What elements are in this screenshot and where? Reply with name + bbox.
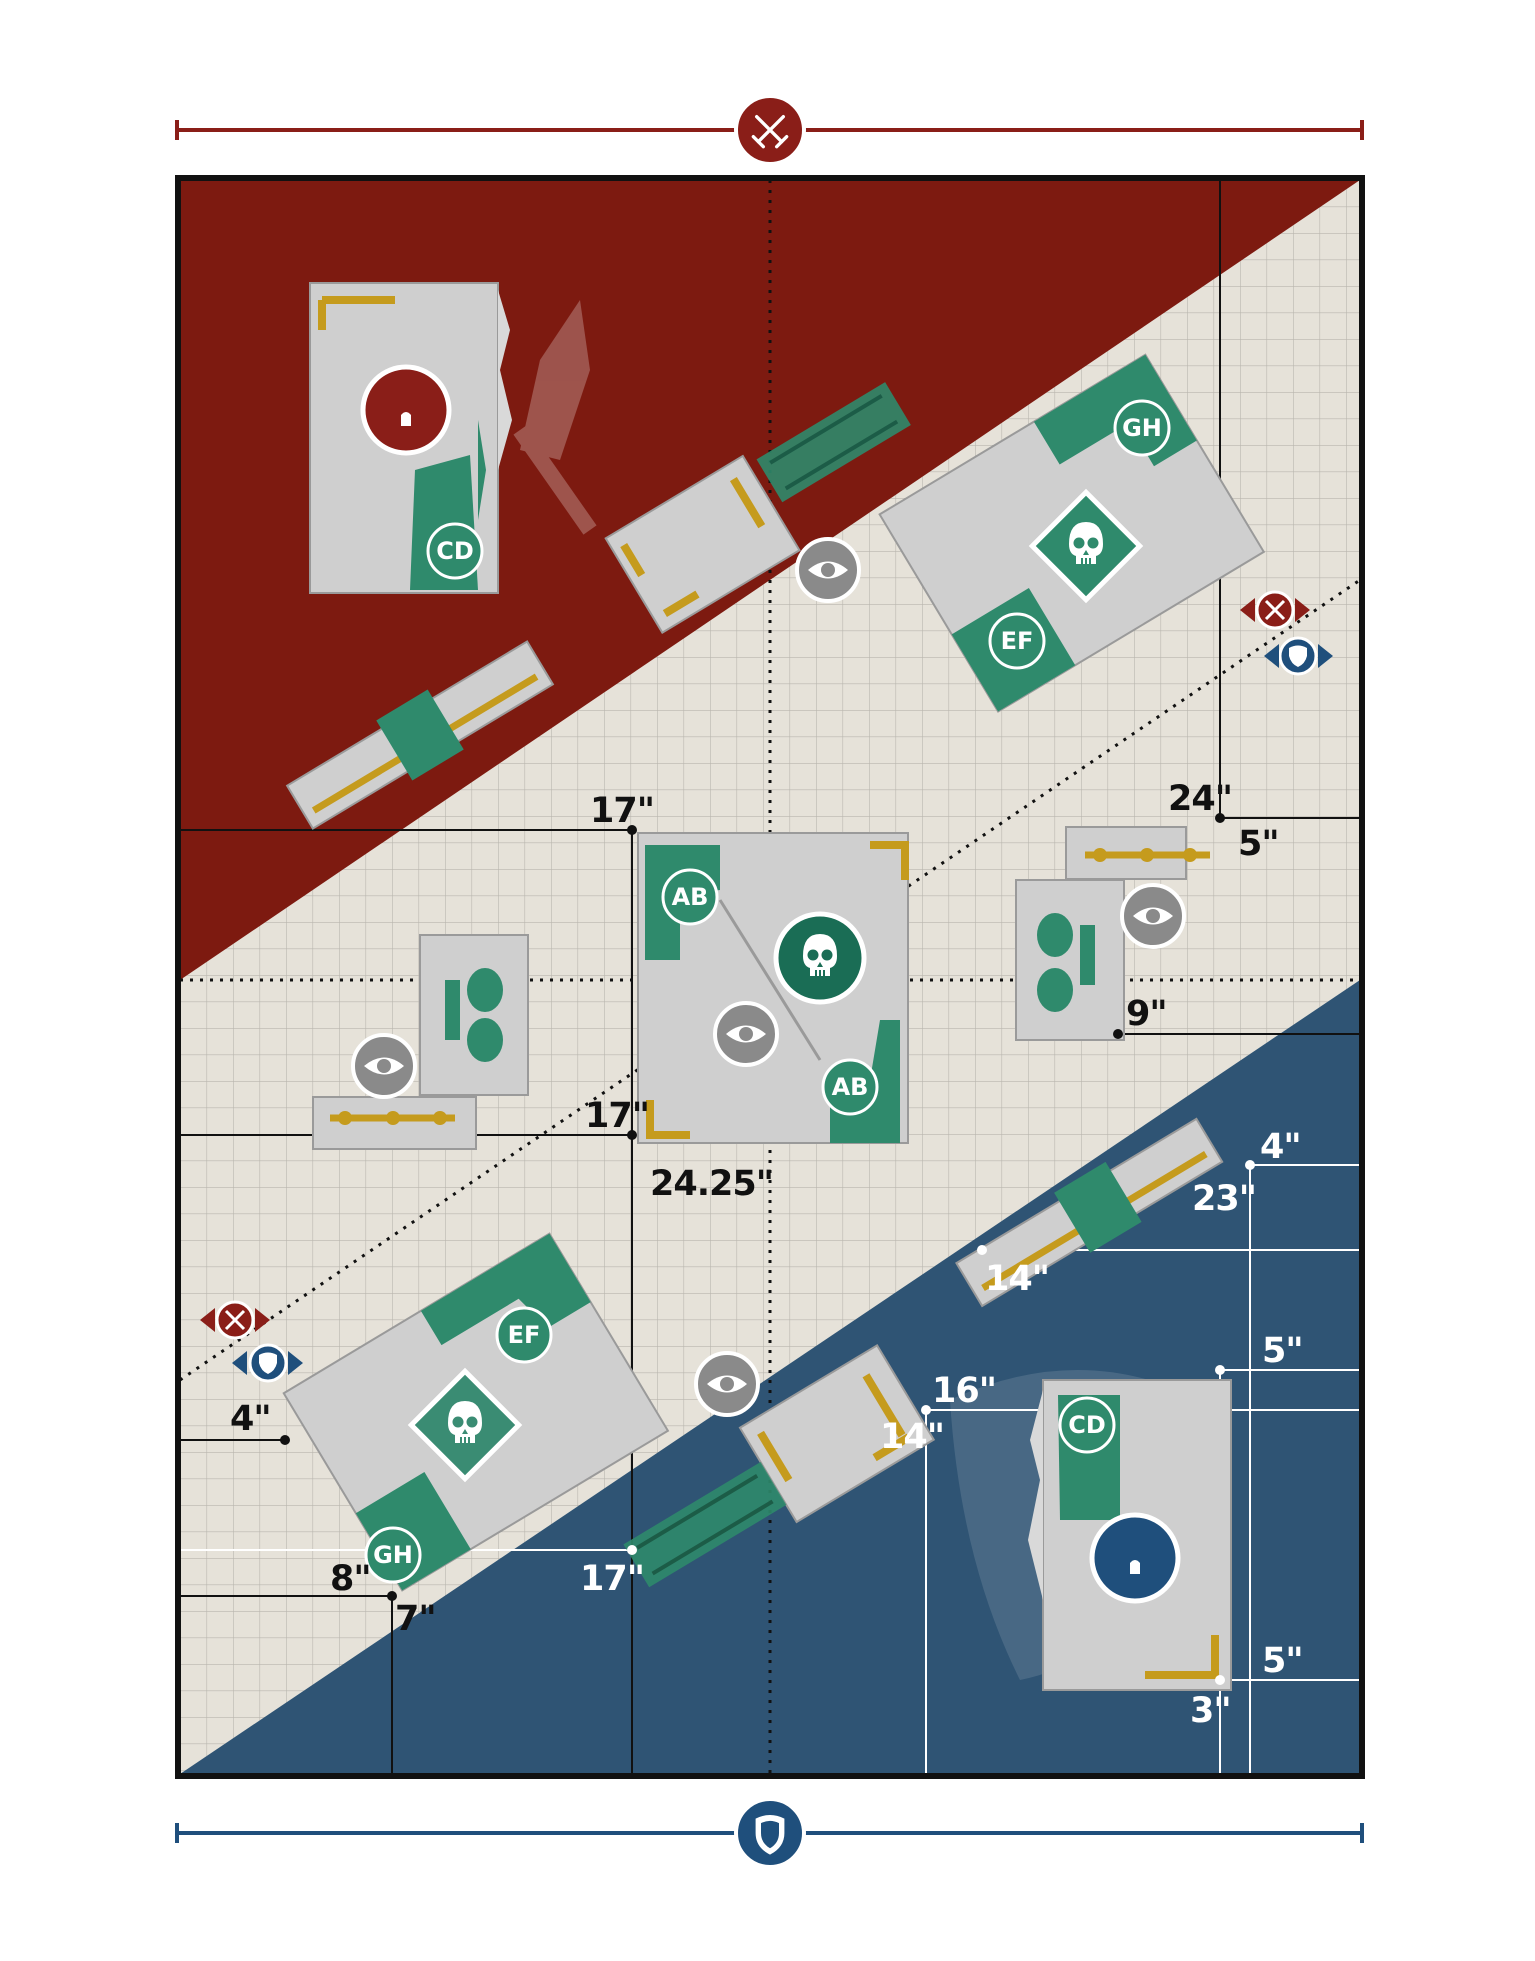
skull-icon: [407, 1367, 523, 1483]
measurement-5-right: 5": [1238, 824, 1279, 864]
eye-icon: [694, 1351, 760, 1417]
terrain-label-ef-bottom: EF: [495, 1306, 553, 1364]
skull-icon: [773, 911, 867, 1005]
measurement-3: 3": [1190, 1691, 1231, 1731]
label-ef-top: EF: [1001, 627, 1034, 655]
terrain-label-gh-top: GH: [1113, 399, 1171, 457]
label-cd-top: CD: [436, 537, 474, 565]
attacker-edge-ruler: [175, 94, 1364, 166]
terrain-label-cd-bottom: CD: [1058, 1396, 1116, 1454]
label-cd-bottom: CD: [1068, 1411, 1106, 1439]
tower-icon: [360, 364, 452, 456]
measurement-23: 23": [1192, 1179, 1256, 1219]
eye-icon: [795, 537, 861, 603]
label-ab-top: AB: [672, 883, 709, 911]
shield-icon: [734, 1797, 806, 1869]
measurement-16: 16": [932, 1371, 996, 1411]
board-frame: [175, 175, 1365, 1779]
terrain-label-ab-top: AB: [661, 868, 719, 926]
skull-icon: [1028, 488, 1144, 604]
measurement-8: 8": [330, 1559, 371, 1599]
ruin-left-small: [312, 934, 529, 1150]
board: CD GH EF: [180, 180, 1360, 1774]
eye-icon: [1120, 883, 1186, 949]
eye-icon: [713, 1001, 779, 1067]
terrain-label-gh-bottom: GH: [364, 1526, 422, 1584]
label-gh-bottom: GH: [373, 1541, 413, 1569]
measurement-5-lower-b: 5": [1262, 1641, 1303, 1681]
measurement-4-right: 4": [1260, 1127, 1301, 1167]
measurement-4-left: 4": [230, 1399, 271, 1439]
terrain-label-ef-top: EF: [988, 612, 1046, 670]
measurement-24: 24": [1168, 779, 1232, 819]
measurement-9: 9": [1126, 994, 1167, 1034]
measurement-17-top: 17": [590, 791, 654, 831]
measurement-14-b: 14": [880, 1417, 944, 1457]
defender-edge-ruler: [175, 1797, 1364, 1869]
sword-watermark: [513, 300, 597, 535]
label-gh-top: GH: [1122, 414, 1162, 442]
ruin-angled-bottom-middle: [623, 1343, 936, 1588]
crossed-swords-icon: [734, 94, 806, 166]
measurement-17-bottom: 17": [580, 1559, 644, 1599]
measurement-14-a: 14": [985, 1259, 1049, 1299]
label-ab-bottom: AB: [832, 1073, 869, 1101]
eye-icon: [351, 1033, 417, 1099]
deployment-marker-top-right: [1240, 590, 1333, 676]
label-ef-bottom: EF: [508, 1321, 541, 1349]
measurement-5-lower-a: 5": [1262, 1331, 1303, 1371]
measurement-17-mid: 17": [585, 1096, 649, 1136]
terrain-label-ab-bottom: AB: [821, 1058, 879, 1116]
tower-icon: [1089, 1512, 1181, 1604]
terrain-label-cd-top: CD: [426, 522, 484, 580]
measurement-7: 7": [395, 1599, 436, 1639]
wall-red-zone: [285, 640, 555, 830]
deployment-marker-bottom-left: [200, 1300, 303, 1383]
measurement-24-25: 24.25": [650, 1164, 773, 1204]
ruin-angled-top-middle: [604, 382, 911, 635]
wall-blue-zone: [955, 1117, 1224, 1308]
ruin-right-small: [1015, 826, 1210, 1041]
